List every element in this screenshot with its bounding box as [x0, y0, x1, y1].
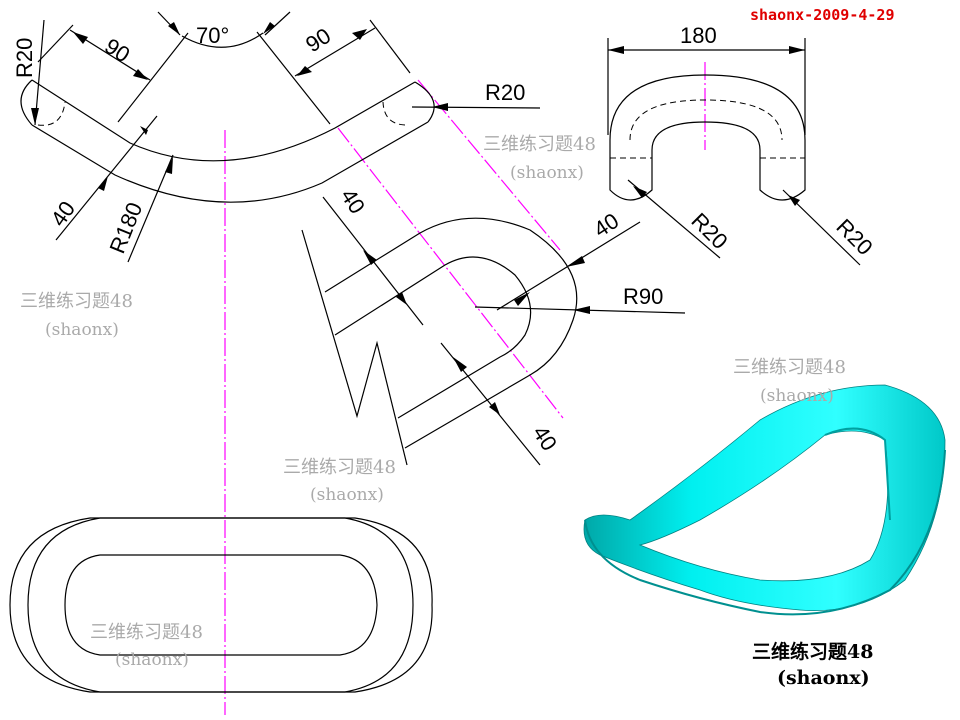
- dim-90-left: 90: [100, 33, 134, 67]
- dim-r20-right: R20: [485, 80, 525, 105]
- svg-text:(shaonx): (shaonx): [45, 320, 119, 340]
- dim-r20-u-left: R20: [686, 208, 732, 254]
- centerlines: [224, 62, 706, 715]
- svg-text:三维练习题48: 三维练习题48: [283, 457, 396, 478]
- watermark-5: 三维练习题48 (shaonx): [90, 622, 203, 670]
- dim-r180: R180: [104, 199, 147, 257]
- svg-text:(shaonx): (shaonx): [510, 163, 584, 183]
- svg-text:三维练习题48: 三维练习题48: [733, 357, 846, 378]
- author-signature: shaonx-2009-4-29: [750, 6, 895, 24]
- dim-90-right: 90: [301, 23, 335, 57]
- caption-title: 三维练习题48: [752, 640, 873, 663]
- svg-text:三维练习题48: 三维练习题48: [90, 622, 203, 643]
- caption-sub: (shaonx): [777, 667, 870, 689]
- bottom-plan-view: [9, 517, 433, 693]
- dim-angle-70: 70°: [196, 23, 229, 48]
- dim-r90: R90: [623, 284, 663, 309]
- middle-u-view: [301, 196, 686, 466]
- svg-text:(shaonx): (shaonx): [310, 485, 384, 505]
- dim-r20-left: R20: [12, 38, 37, 78]
- svg-text:三维练习题48: 三维练习题48: [20, 291, 133, 312]
- watermark-1: 三维练习题48 (shaonx): [483, 134, 596, 183]
- dim-40-mid-top: 40: [336, 184, 370, 218]
- dim-40-mid-bottom: 40: [528, 421, 562, 455]
- dim-40-mid-right: 40: [589, 208, 623, 242]
- u-front-view: [607, 38, 861, 266]
- dim-180: 180: [680, 23, 717, 48]
- 3d-model-render: [583, 384, 946, 616]
- watermark-2: 三维练习题48 (shaonx): [20, 291, 133, 340]
- top-view-bent-bar: [20, 11, 541, 263]
- dim-40-left: 40: [46, 196, 81, 230]
- svg-text:(shaonx): (shaonx): [115, 650, 189, 670]
- watermark-4: 三维练习题48 (shaonx): [283, 457, 396, 505]
- dim-r20-u-right: R20: [831, 214, 877, 260]
- svg-text:(shaonx): (shaonx): [760, 386, 834, 406]
- svg-text:三维练习题48: 三维练习题48: [483, 134, 596, 155]
- watermark-3: 三维练习题48 (shaonx): [733, 357, 846, 406]
